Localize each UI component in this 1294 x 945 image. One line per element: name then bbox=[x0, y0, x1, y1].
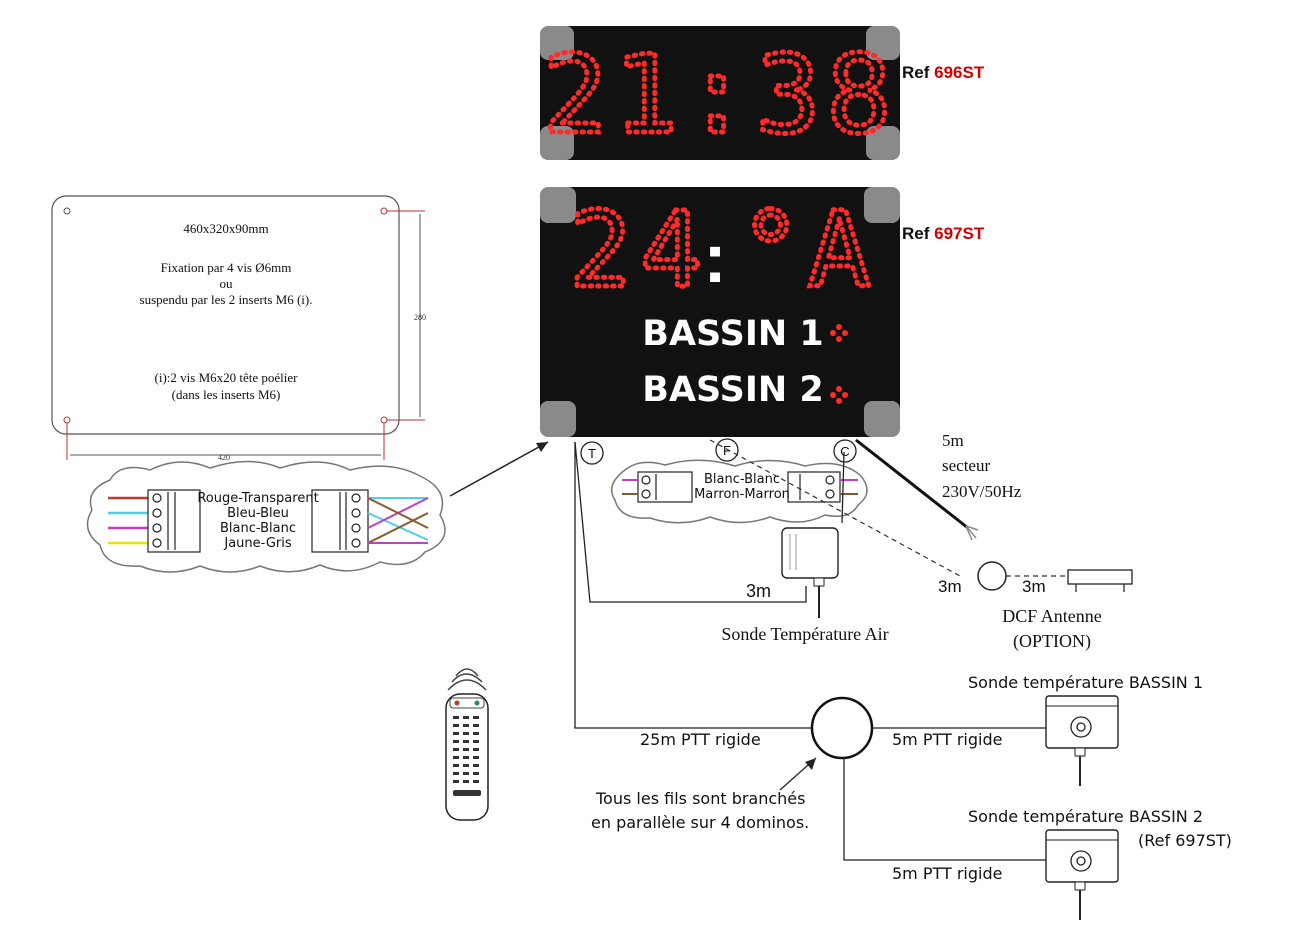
cable-b2-label: 5m PTT rigide bbox=[892, 864, 1002, 883]
bassin1-probe-icon bbox=[1045, 695, 1119, 786]
power-label: secteur bbox=[942, 456, 990, 475]
mount-or: ou bbox=[220, 276, 234, 291]
clock-time: 21:38 bbox=[542, 33, 897, 158]
temp-unit: °A bbox=[739, 189, 876, 311]
ref-label-main: Ref 697ST bbox=[902, 224, 985, 243]
dcf-length-a: 3m bbox=[938, 577, 962, 596]
mount-fixation: Fixation par 4 vis Ø6mm bbox=[161, 260, 292, 275]
connector-t-icon bbox=[580, 441, 604, 465]
junction-box-icon bbox=[810, 696, 874, 760]
dim-width: 420 bbox=[218, 453, 230, 462]
dcf-junction-icon bbox=[977, 561, 1007, 591]
cable-main-label: 25m PTT rigide bbox=[640, 730, 761, 749]
probe-b1-label: Sonde température BASSIN 1 bbox=[968, 673, 1203, 692]
dcf-option: (OPTION) bbox=[1013, 631, 1091, 652]
power-length: 5m bbox=[942, 431, 964, 450]
bassin2-led-icon bbox=[830, 386, 848, 404]
connector-f-icon bbox=[715, 438, 739, 462]
temp-colon: : bbox=[703, 219, 726, 297]
dim-height: 280 bbox=[414, 313, 426, 322]
junction-note-1: Tous les fils sont branchés bbox=[595, 789, 805, 808]
air-probe-length: 3m bbox=[746, 581, 771, 601]
ref-label-top: Ref 696ST bbox=[902, 63, 985, 82]
dcf-length-b: 3m bbox=[1022, 577, 1046, 596]
mount-note1: (i):2 vis M6x20 tête poélier bbox=[155, 370, 299, 385]
main-ptt-cable bbox=[574, 442, 812, 729]
air-probe-icon bbox=[781, 527, 839, 618]
probe-b2-label: Sonde température BASSIN 2 bbox=[968, 807, 1203, 826]
mounting-panel bbox=[51, 195, 425, 460]
wiring-cloud-mid bbox=[610, 459, 868, 524]
air-probe-label: Sonde Température Air bbox=[721, 624, 888, 644]
remote-control-icon bbox=[445, 668, 489, 821]
bassin2-label: BASSIN 2 bbox=[642, 370, 823, 410]
temperature-display: 24 : °A BASSIN 1 BASSIN 2 bbox=[540, 187, 900, 437]
wiring-arrow bbox=[449, 441, 549, 497]
connector-c-icon bbox=[833, 439, 857, 463]
clock-display: 21:38 bbox=[540, 26, 900, 161]
mid-wire-label-2: Marron-Marron bbox=[694, 487, 790, 502]
bassin1-led-icon bbox=[830, 324, 848, 342]
junction-note-2: en parallèle sur 4 dominos. bbox=[591, 813, 809, 832]
connector-c-label: C bbox=[840, 444, 849, 459]
dcf-title: DCF Antenne bbox=[1002, 606, 1102, 626]
mount-suspended: suspendu par les 2 inserts M6 (i). bbox=[140, 292, 313, 307]
connector-t-label: T bbox=[588, 446, 596, 461]
mid-wire-label-1: Blanc-Blanc bbox=[704, 472, 780, 487]
bassin1-label: BASSIN 1 bbox=[642, 314, 823, 354]
dcf-dashed-cable bbox=[709, 439, 961, 577]
wire-label-1: Rouge-Transparent bbox=[197, 491, 318, 506]
air-probe-cable bbox=[574, 441, 807, 603]
wiring-cloud-left bbox=[86, 460, 446, 573]
power-cable bbox=[855, 438, 969, 530]
dcf-antenna-icon bbox=[1067, 569, 1133, 585]
wire-label-3: Blanc-Blanc bbox=[220, 521, 296, 536]
cable-b1-label: 5m PTT rigide bbox=[892, 730, 1002, 749]
bassin2-probe-icon bbox=[1045, 829, 1119, 920]
wire-label-4: Jaune-Gris bbox=[223, 536, 291, 551]
mount-size: 460x320x90mm bbox=[183, 221, 268, 236]
temp-value: 24 bbox=[569, 189, 710, 311]
power-voltage: 230V/50Hz bbox=[942, 482, 1022, 501]
wire-label-2: Bleu-Bleu bbox=[227, 506, 289, 521]
mount-note2: (dans les inserts M6) bbox=[172, 387, 281, 402]
probe-b2-ref: (Ref 697ST) bbox=[1138, 831, 1232, 850]
connector-f-label: F bbox=[723, 443, 731, 458]
